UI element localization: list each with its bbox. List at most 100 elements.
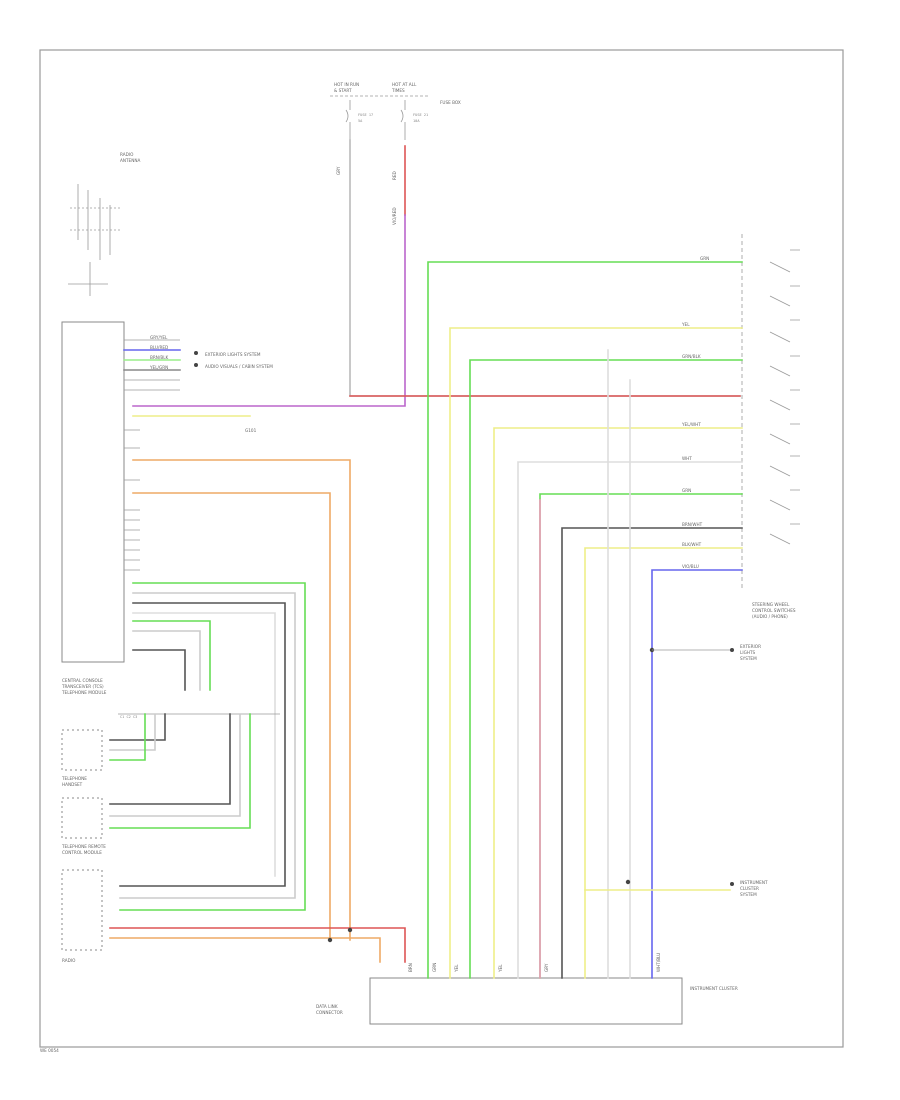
fuse-right-amp: 10A (413, 119, 420, 123)
wire-label-yel-wht: YEL/WHT (681, 422, 701, 427)
sw-label-3: (AUDIO / PHONE) (752, 614, 788, 619)
instrument-cluster-label: INSTRUMENT CLUSTER (690, 986, 738, 991)
wire-orange-1 (132, 459, 351, 941)
wire-phone-wht (132, 612, 276, 877)
inst-light-label-3: SYSTEM (740, 892, 757, 897)
ccm-label-1: CENTRAL CONSOLE (62, 678, 103, 683)
ccm-pin-rows (124, 339, 180, 571)
wire-sw-blk (561, 527, 743, 979)
wire-label-vio-blu: VIO/BLU (682, 564, 699, 569)
inst-light-label-1: INSTRUMENT (740, 880, 768, 885)
fuse-left-amp: 5A (358, 119, 363, 123)
splice-dot-icon (347, 927, 353, 933)
antenna-title2: ANTENNA (120, 158, 140, 163)
telephone-handset (61, 729, 103, 771)
splice-dot-icon (625, 879, 631, 885)
ccm-label-2: TRANSCEIVER (TCS) (61, 684, 104, 689)
sw-label-1: STEERING WHEEL (752, 602, 790, 607)
central-console-module (61, 321, 125, 663)
wire-label-red: RED (392, 171, 397, 180)
wire-radio-red (109, 927, 406, 963)
wire-label-grn2: GRN (682, 488, 691, 493)
instrument-cluster (369, 977, 683, 1025)
wire-radio-orange (109, 937, 381, 963)
wire-phone-grn (119, 582, 306, 911)
footer-code: WE 0054 (40, 1048, 59, 1053)
wire-label-gry: GRY (336, 166, 341, 175)
fuse-left-sub: & START (334, 88, 352, 93)
wire-label-brn: BRN (408, 963, 413, 972)
fuse-right-label: HOT AT ALL (392, 82, 417, 87)
wire-label-wht-blu: WHT/BLU (656, 953, 661, 972)
ext-light-label-1: EXTERIOR (740, 644, 761, 649)
handset-mod-label2: CONTROL MODULE (62, 850, 102, 855)
inst-light-label-2: CLUSTER (740, 886, 759, 891)
wire-label-yel-grn: YEL/GRN (149, 365, 168, 370)
wire-sw-grn3 (539, 493, 743, 979)
ext-lamp-label-2: AUDIO VISUALS / CABIN SYSTEM (205, 364, 273, 369)
wire-orange-2 (132, 492, 331, 941)
fuse-right-sub: TIMES (391, 88, 405, 93)
fuse-left-name: FUSE 17 (358, 113, 373, 117)
fuse-right-name: FUSE 21 (413, 113, 428, 117)
wire-label-yel3: YEL (498, 964, 503, 973)
wire-hm-blk (109, 713, 231, 805)
wire-sw-grn (427, 261, 743, 979)
wire-label-grn3: GRN (432, 963, 437, 972)
handset-label: TELEPHONE (61, 776, 87, 781)
wire-hm-gry (109, 713, 241, 817)
fuse-left-label: HOT IN RUN (334, 82, 359, 87)
wire-phone-blk (119, 602, 286, 887)
wire-label-gry-yel: GRY/YEL (150, 335, 168, 340)
handset-conn-label: C1 C2 C3 (120, 715, 137, 719)
radio-unit (61, 869, 103, 951)
ext-light-label-3: SYSTEM (740, 656, 757, 661)
fuse-icon (345, 100, 406, 140)
wire-label-yel2: YEL (454, 964, 459, 973)
ccm-label-3: TELEPHONE MODULE (61, 690, 107, 695)
ext-lamp-label-1: EXTERIOR LIGHTS SYSTEM (205, 352, 261, 357)
ground-icon (68, 184, 120, 296)
handset-label2: HANDSET (62, 782, 83, 787)
wire-batt-violet (132, 214, 406, 407)
wire-label-yel: YEL (681, 322, 690, 327)
wire-hs-blk (109, 713, 166, 741)
wire-label-grn: GRN (700, 256, 709, 261)
wire-hs-gry (109, 713, 156, 751)
diagram-frame (39, 49, 844, 1048)
fuse-box-label: FUSE BOX (440, 100, 461, 105)
wire-sw-grn2 (469, 359, 743, 979)
antenna-title: RADIO (120, 152, 134, 157)
wire-label-grn-blk: GRN/BLK (682, 354, 701, 359)
wire-label-wht: WHT (682, 456, 692, 461)
switch-icon (741, 234, 800, 590)
wire-label-blk-wht: BLK/WHT (682, 542, 702, 547)
wire-hs-grn (109, 713, 146, 761)
splice-dot-icon (730, 648, 734, 652)
telephone-remote-module (61, 797, 103, 839)
wire-label-blu-red: BLU/RED (150, 345, 168, 350)
wire-label-brn-blk: BRN/BLK (150, 355, 169, 360)
wire-phone-gry (119, 592, 296, 899)
wire-phone-grn2 (132, 620, 211, 691)
handset-mod-label: TELEPHONE REMOTE (61, 844, 106, 849)
wire-sw-yel2 (493, 427, 743, 979)
wire-hm-grn (109, 713, 251, 829)
sw-label-2: CONTROL SWITCHES (752, 608, 796, 613)
wire-phone-blk2 (132, 649, 186, 691)
splice-dot-icon (194, 363, 198, 367)
wire-label-vio: VIO/RED (392, 207, 397, 225)
ground-label: G101 (245, 428, 257, 433)
splice-dot-icon (327, 937, 333, 943)
data-link-label-1: DATA LINK (316, 1004, 338, 1009)
radio-label: RADIO (62, 958, 76, 963)
wire-sw-yel (449, 327, 743, 979)
wire-label-gry2: GRY (544, 963, 549, 972)
wire-sw-yel3 (584, 547, 743, 979)
ext-light-label-2: LIGHTS (740, 650, 756, 655)
wire-sw-wht (517, 461, 743, 979)
data-link-label-2: CONNECTOR (316, 1010, 343, 1015)
splice-dot-icon (194, 351, 198, 355)
splice-dot-icon (730, 882, 734, 886)
